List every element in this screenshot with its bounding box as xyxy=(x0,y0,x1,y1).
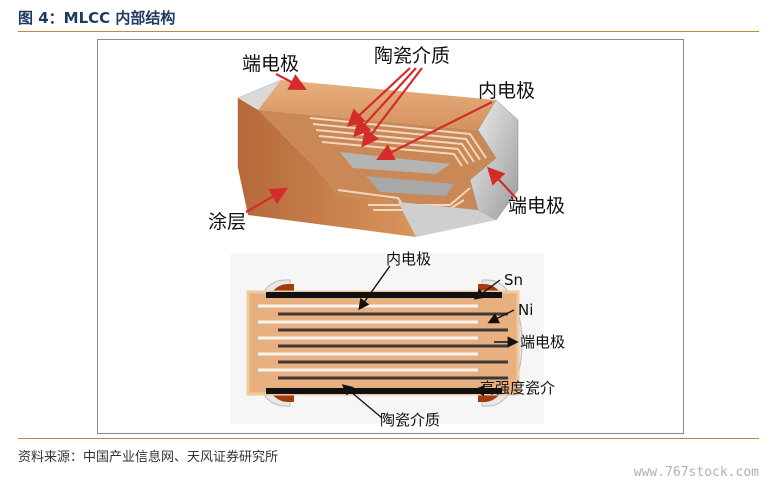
label-terminal-electrode-bottom: 端电极 xyxy=(520,333,565,351)
arrow-terminal-left xyxy=(275,73,307,91)
inner-electrode-step xyxy=(340,152,450,174)
chip-top-surface xyxy=(258,80,496,130)
arrow-sn xyxy=(473,279,501,300)
mlcc-cross-section xyxy=(230,254,544,424)
arrow-ceramic-3 xyxy=(361,67,423,148)
top-arrows xyxy=(245,67,517,213)
mlcc-diagram: 端电极 陶瓷介质 内电极 端电极 涂层 xyxy=(208,45,565,429)
arrow-coating xyxy=(245,187,288,213)
source-note: 资料来源：中国产业信息网、天风证券研究所 xyxy=(18,450,279,465)
bottom-plate xyxy=(266,388,502,394)
arrow-ceramic-2 xyxy=(353,67,417,138)
figure-frame: 端电极 陶瓷介质 内电极 端电极 涂层 xyxy=(97,39,684,434)
top-plate xyxy=(266,292,502,298)
label-terminal-electrode-top-left: 端电极 xyxy=(242,53,299,75)
figure-title: 图 4：MLCC 内部结构 xyxy=(18,9,176,27)
arrow-ni xyxy=(487,309,515,324)
label-ceramic-dielectric-bottom: 陶瓷介质 xyxy=(380,411,440,429)
label-ceramic-dielectric-top: 陶瓷介质 xyxy=(374,45,450,67)
label-terminal-electrode-top-right: 端电极 xyxy=(508,195,565,217)
arrow-inner-electrode-bottom xyxy=(358,265,391,311)
footer-divider xyxy=(18,438,759,439)
arrow-high-strength-ceramic xyxy=(473,385,503,397)
title-divider xyxy=(18,31,759,32)
mlcc-3d-illustration xyxy=(237,79,519,237)
arrow-ceramic-bottom xyxy=(341,384,383,419)
label-sn: Sn xyxy=(504,271,523,289)
label-inner-electrode-bottom: 内电极 xyxy=(386,250,431,268)
label-high-strength-ceramic: 高强度瓷介 xyxy=(480,379,555,397)
label-inner-electrode-top: 内电极 xyxy=(478,80,535,102)
arrow-terminal-right xyxy=(487,166,517,199)
arrow-inner-electrode xyxy=(376,101,493,160)
arrow-ceramic-1 xyxy=(346,67,411,128)
label-coating: 涂层 xyxy=(208,211,246,233)
label-ni: Ni xyxy=(518,301,533,319)
watermark: www.767stock.com xyxy=(633,465,759,480)
bottom-arrows xyxy=(341,265,519,419)
